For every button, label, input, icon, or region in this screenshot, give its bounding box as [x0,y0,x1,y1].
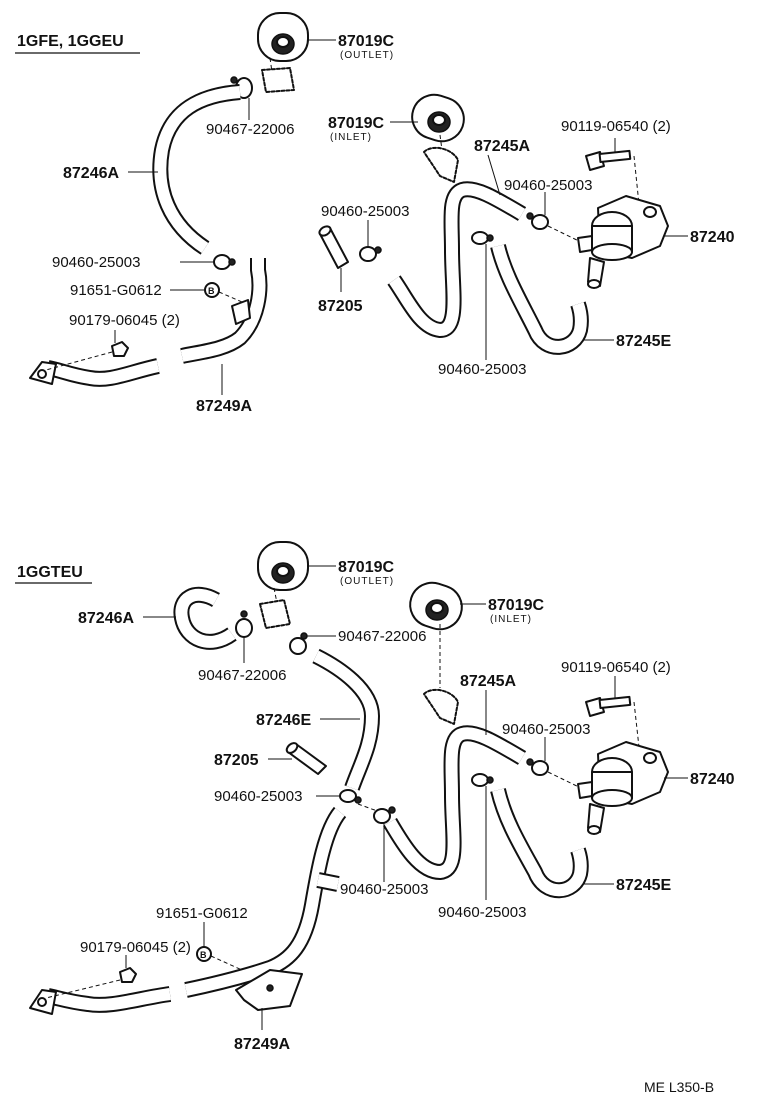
clamp-90460-left [213,254,236,270]
label-87019c-outlet-sub: (OUTLET) [340,576,394,587]
clamp-90467-right [289,632,308,655]
label-90179: 90179-06045 (2) [80,939,191,956]
clamp-90460-left [339,789,362,804]
dash-90179 [45,351,113,371]
hose-87245a [383,725,527,880]
label-90460-center: 90460-25003 [340,881,428,898]
marker-b: B [208,286,215,296]
pipe-87249a [29,258,268,387]
nut-90179 [119,967,137,983]
label-90119: 90119-06540 (2) [561,659,671,676]
label-87245e: 87245E [616,877,671,894]
inlet-nozzle [423,146,459,183]
label-90460-bottom: 90460-25003 [438,361,526,378]
clamp-90460-right [526,212,549,230]
label-87019c-outlet: 87019C [338,33,394,50]
leader-87245a [487,154,501,196]
dash-90179 [45,979,121,999]
label-87240: 87240 [690,229,735,246]
section-1ggteu: 1GGTEU 87019C (OUTLET) 87246A 90467-2200… [15,541,735,1053]
label-90460-right: 90460-25003 [502,721,590,738]
page-code: ME L350-B [644,1079,714,1095]
nut-90179 [111,341,129,357]
label-90460-center: 90460-25003 [321,203,409,220]
label-87245e: 87245E [616,333,671,350]
label-90467: 90467-22006 [206,121,294,138]
label-87019c-inlet: 87019C [328,115,384,132]
label-90460-left: 90460-25003 [52,254,140,271]
inlet-grommet [409,581,463,631]
section-title: 1GFE, 1GGEU [17,33,124,50]
clamp-90467-left [235,610,253,638]
clamp-90460-bottom [471,773,494,787]
label-87245a: 87245A [474,138,530,155]
clamp-90460-bottom [471,231,494,245]
label-90179: 90179-06045 (2) [69,312,180,329]
label-87019c-inlet-sub: (INLET) [330,132,372,143]
outlet-nozzle [259,599,291,629]
label-87249a: 87249A [234,1036,290,1053]
label-87246a: 87246A [78,610,134,627]
label-87019c-outlet: 87019C [338,559,394,576]
dash-90119 [633,155,641,215]
clamp-90460-center [359,246,382,262]
label-90119: 90119-06540 (2) [561,118,671,135]
hose-87245e [490,243,589,355]
bolt-90119 [585,149,632,171]
outlet-grommet [257,541,309,591]
hose-87246e [312,648,380,791]
label-87245a: 87245A [460,673,516,690]
label-90467-right: 90467-22006 [338,628,426,645]
label-87246a: 87246A [63,165,119,182]
section-title: 1GGTEU [17,564,83,581]
inlet-grommet [411,93,465,143]
label-87019c-inlet-sub: (INLET) [490,614,532,625]
connector-87205 [285,742,327,775]
marker-b-circle [204,282,220,298]
label-87249a: 87249A [196,398,252,415]
dash-inlet [439,134,443,151]
section-1gfe-1ggeu: 1GFE, 1GGEU 87019C (OUTLET) 90467-22006 … [15,12,735,415]
hose-87246a [152,84,241,255]
hose-87245e [490,788,589,899]
label-90467-left: 90467-22006 [198,667,286,684]
label-90460-left: 90460-25003 [214,788,302,805]
valve-87240 [577,195,669,289]
label-87019c-inlet: 87019C [488,597,544,614]
marker-b: B [200,950,207,960]
hose-87245a [387,181,527,338]
label-91651: 91651-G0612 [156,905,248,922]
hose-87246a [173,586,237,650]
pipe-87249a [29,806,347,1015]
label-90460-bottom: 90460-25003 [438,904,526,921]
label-87240: 87240 [690,771,735,788]
dash-91651 [218,291,243,303]
label-87205: 87205 [214,752,259,769]
label-91651: 91651-G0612 [70,282,162,299]
dash-clamp-left [357,803,381,813]
dash-91651 [210,955,243,971]
label-87019c-outlet-sub: (OUTLET) [340,50,394,61]
clamp-90460-right [526,758,549,776]
label-87205: 87205 [318,298,363,315]
outlet-nozzle [261,67,295,93]
bolt-90119 [585,695,632,717]
connector-87205 [318,225,349,269]
label-90460-right: 90460-25003 [504,177,592,194]
clamp-90460-center [373,806,396,824]
dash-outlet [269,57,273,73]
inlet-nozzle [423,688,459,725]
outlet-grommet [257,12,309,62]
valve-87240 [577,741,669,835]
label-87246e: 87246E [256,712,311,729]
